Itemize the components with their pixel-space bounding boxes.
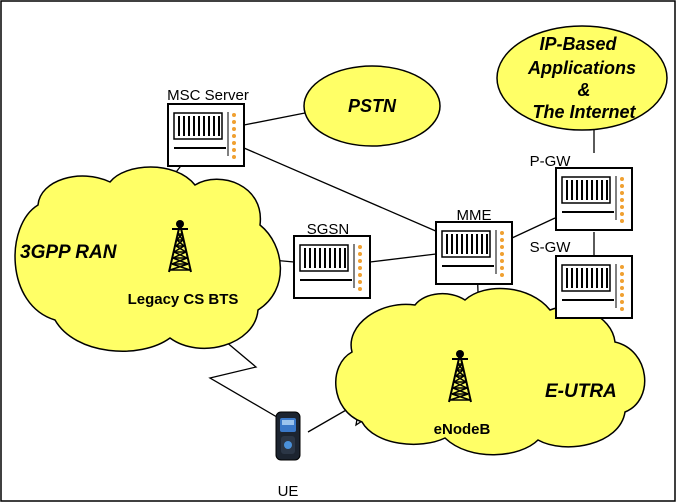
ran-cloud: 3GPP RAN [14,166,282,352]
internet-label-line2: Applications [527,58,636,78]
msc-server-icon [167,103,245,167]
ue-device: UE [275,411,301,500]
eutra-cloud-label: E-UTRA [545,381,617,402]
link-mme-sgw [511,217,556,239]
pgw-server: P-GW [530,153,633,231]
enodeb: eNodeB [434,349,491,438]
ue-label: UE [278,483,299,500]
enodeb-label: eNodeB [434,421,491,438]
link-msc-mme [243,147,439,233]
sgsn-label: SGSN [307,221,350,238]
link-msc-pstn [243,111,311,126]
sgw-label: S-GW [530,239,572,256]
sgw-server: S-GW [530,239,633,319]
legacy-bts: Legacy CS BTS [128,219,239,308]
sgw-server-icon [555,255,633,319]
link-sgsn-mme [369,253,437,263]
pstn-label: PSTN [348,96,397,116]
internet-ellipse: IP-Based Applications & The Internet [496,25,668,131]
pstn-ellipse: PSTN [303,65,441,147]
mme-server-icon [435,221,513,285]
sgsn-server-icon [293,235,371,299]
mme-server: MME [435,207,513,285]
internet-label-line4: The Internet [532,102,636,122]
internet-label-line3: & [578,80,591,100]
legacy-bts-label: Legacy CS BTS [128,291,239,308]
internet-label-line1: IP-Based [539,34,617,54]
mme-label: MME [457,207,492,224]
msc-server: MSC Server [167,87,249,167]
pgw-label: P-GW [530,153,572,170]
phone-icon [275,411,301,461]
sgsn-server: SGSN [293,221,371,299]
msc-server-label: MSC Server [167,87,249,104]
ran-cloud-label: 3GPP RAN [20,242,118,263]
pgw-server-icon [555,167,633,231]
eutra-cloud: E-UTRA [335,287,646,456]
